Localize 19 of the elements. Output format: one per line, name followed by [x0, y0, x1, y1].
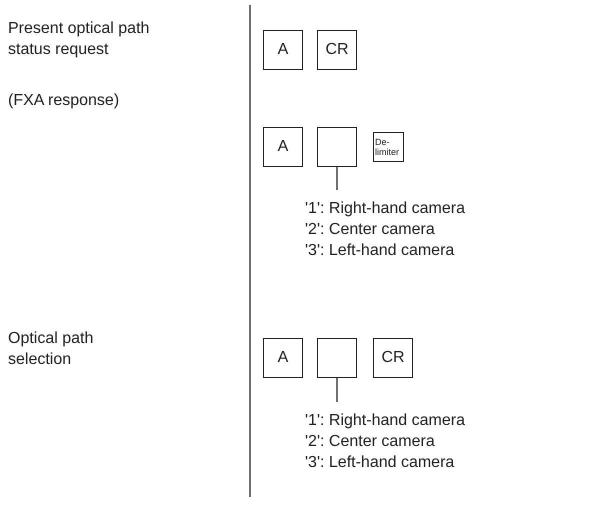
code-meaning: '1': Right-hand camera — [305, 199, 465, 219]
row-label: Optical path selection — [8, 329, 94, 370]
code-meaning: '3': Left-hand camera — [305, 241, 454, 261]
field-box: A — [263, 127, 303, 167]
leader-line — [336, 167, 338, 190]
code-meaning: '3': Left-hand camera — [305, 453, 454, 473]
leader-line — [336, 378, 338, 402]
row-label: Present optical path status request — [8, 19, 150, 60]
empty-field-box — [317, 338, 357, 378]
row-label: (FXA response) — [8, 91, 120, 111]
field-box: A — [263, 338, 303, 378]
code-meaning: '1': Right-hand camera — [305, 411, 465, 431]
empty-field-box — [317, 127, 357, 167]
field-box: CR — [373, 338, 413, 378]
field-box: De-limiter — [373, 132, 404, 162]
code-meaning: '2': Center camera — [305, 432, 435, 452]
field-box: CR — [317, 30, 357, 70]
field-box: A — [263, 30, 303, 70]
code-meaning: '2': Center camera — [305, 220, 435, 240]
